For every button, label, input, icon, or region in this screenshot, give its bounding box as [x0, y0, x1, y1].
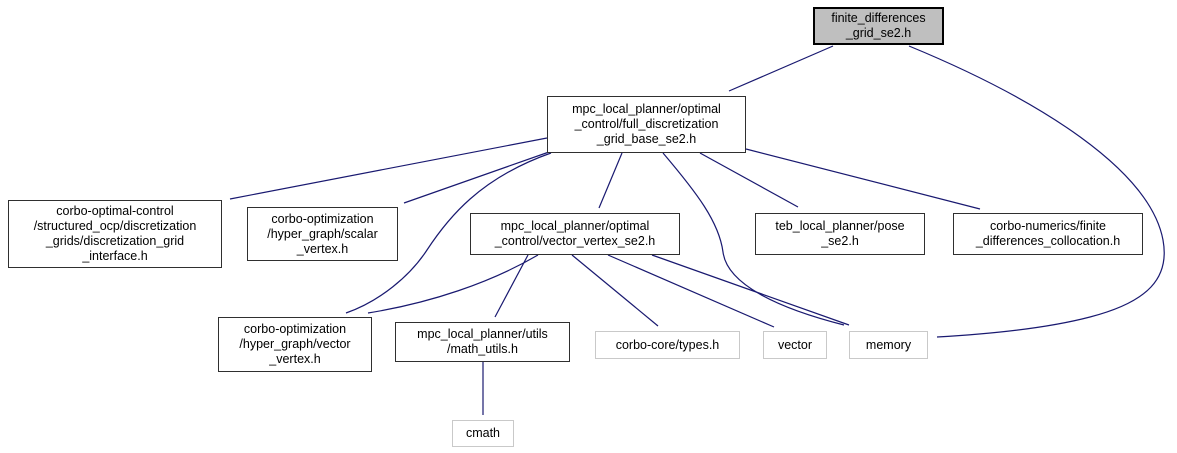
edge-vector-vertex-se2-to-math-utils [494, 254, 529, 318]
edge-root-to-full-grid-base [728, 45, 834, 92]
node-vector-vertex-se2[interactable]: mpc_local_planner/optimal _control/vecto… [470, 213, 680, 255]
node-vector: vector [763, 331, 827, 359]
node-pose-se2[interactable]: teb_local_planner/pose _se2.h [755, 213, 925, 255]
node-corbo-core-types: corbo-core/types.h [595, 331, 740, 359]
edge-vector-vertex-se2-to-memory [651, 254, 850, 326]
node-memory: memory [849, 331, 928, 359]
node-full-discretization-grid-base-se2[interactable]: mpc_local_planner/optimal _control/full_… [547, 96, 746, 153]
edge-root-to-memory [908, 45, 1165, 338]
node-finite-differences-grid-se2: finite_differences _grid_se2.h [813, 7, 944, 45]
edge-full-grid-base-to-vector-vertex-se2 [598, 152, 623, 209]
node-cmath: cmath [452, 420, 514, 447]
edge-full-grid-base-to-discretization-grid-interface [229, 137, 548, 200]
node-finite-differences-collocation[interactable]: corbo-numerics/finite _differences_collo… [953, 213, 1143, 255]
edge-full-grid-base-to-pose-se2 [699, 152, 799, 208]
edge-full-grid-base-to-scalar-vertex [403, 151, 550, 204]
node-scalar-vertex[interactable]: corbo-optimization /hyper_graph/scalar _… [247, 207, 398, 261]
node-discretization-grid-interface[interactable]: corbo-optimal-control /structured_ocp/di… [8, 200, 222, 268]
node-math-utils[interactable]: mpc_local_planner/utils /math_utils.h [395, 322, 570, 362]
node-vector-vertex[interactable]: corbo-optimization /hyper_graph/vector _… [218, 317, 372, 372]
edge-vector-vertex-se2-to-vector-vertex [367, 254, 539, 314]
edge-vector-vertex-se2-to-types [571, 254, 659, 327]
edge-vector-vertex-se2-to-vector [607, 254, 775, 328]
edge-full-grid-base-to-finite-differences-collocation [745, 148, 981, 210]
